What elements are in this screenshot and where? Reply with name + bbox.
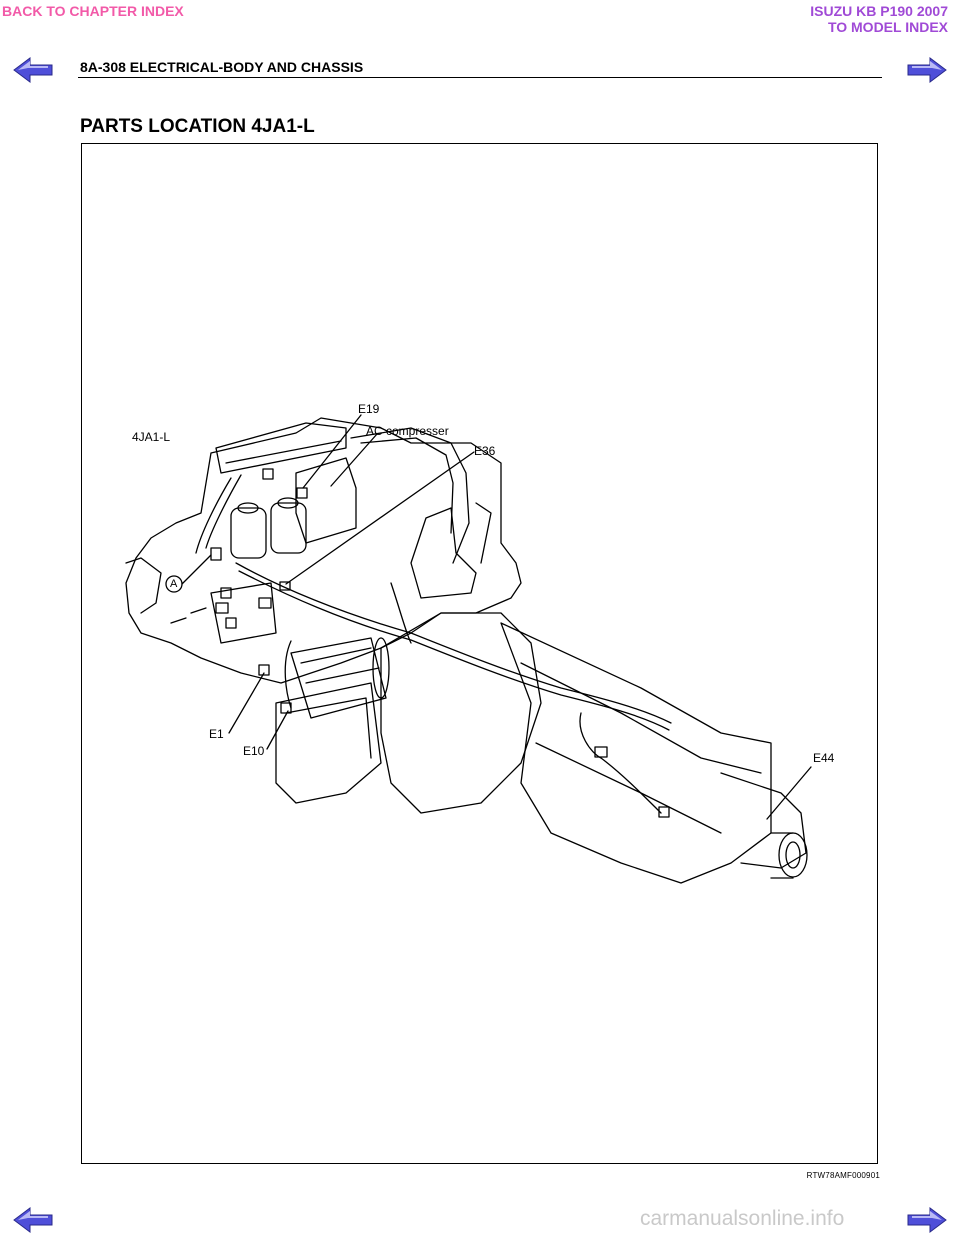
engine-transmission-illustration (125, 414, 812, 884)
previous-page-arrow-bottom-icon[interactable] (12, 1206, 54, 1234)
model-name: ISUZU KB P190 2007 (810, 3, 948, 19)
callout-e36: E36 (474, 444, 496, 458)
callout-e19: E19 (358, 402, 380, 416)
next-page-arrow-bottom-icon[interactable] (906, 1206, 948, 1234)
back-to-chapter-index-link[interactable]: BACK TO CHAPTER INDEX (2, 3, 184, 19)
model-index-link[interactable]: ISUZU KB P190 2007 TO MODEL INDEX (810, 3, 948, 35)
figure-id: RTW78AMF000901 (806, 1171, 880, 1180)
header-divider (78, 77, 882, 78)
callout-e1: E1 (209, 727, 224, 741)
callout-e44: E44 (813, 751, 835, 765)
callout-a: A (170, 578, 178, 590)
watermark: carmanualsonline.info (640, 1207, 845, 1230)
next-page-arrow-icon[interactable] (906, 56, 948, 84)
callout-ac-compressor: AC compresser (366, 424, 449, 438)
figure-frame (81, 143, 878, 1164)
to-model-index-label: TO MODEL INDEX (827, 19, 948, 35)
engine-model-label: 4JA1-L (132, 430, 171, 444)
page-header-title: 8A-308 ELECTRICAL-BODY AND CHASSIS (80, 59, 364, 75)
section-title: PARTS LOCATION 4JA1-L (80, 116, 315, 137)
callout-e10: E10 (243, 744, 265, 758)
previous-page-arrow-icon[interactable] (12, 56, 54, 84)
